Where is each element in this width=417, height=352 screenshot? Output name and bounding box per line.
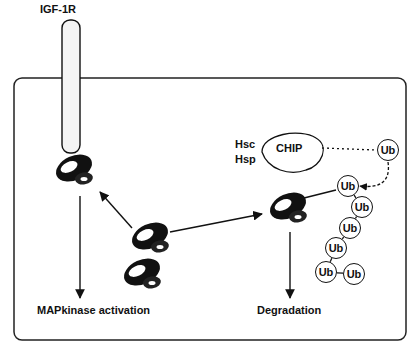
- ub-label: Ub: [319, 266, 334, 279]
- text-label: Hsc: [234, 138, 256, 151]
- text-label: CHIP: [275, 142, 303, 155]
- ubiquitin-circle: Ub: [337, 175, 359, 197]
- ubiquitin-circle: Ub: [351, 196, 373, 218]
- ubiquitin-circle: Ub: [325, 237, 347, 259]
- transfer-arrow: [360, 162, 388, 187]
- ubiquitin-circle: Ub: [343, 263, 365, 285]
- text-label: Degradation: [256, 304, 322, 317]
- chip-ub-link: [322, 148, 375, 150]
- ub-label: Ub: [329, 242, 344, 255]
- ub-label: Ub: [381, 144, 396, 157]
- chip-arrow: [170, 214, 262, 232]
- ub-label: Ub: [343, 222, 358, 235]
- ub-label: Ub: [347, 268, 362, 281]
- mapk-arrow: [79, 196, 80, 298]
- ubiquitin-circle: Ub: [339, 217, 361, 239]
- ubiquitin-circle: Ub: [377, 139, 399, 161]
- chip-complex: [262, 133, 323, 172]
- receptor-outline: [40, 3, 90, 155]
- receptor: IGF-1R: [40, 3, 90, 155]
- degradation-arrow: [289, 232, 290, 298]
- ub-label: Ub: [341, 180, 356, 193]
- ubiquitin-circle: Ub: [315, 261, 337, 283]
- ub-attachment: [304, 190, 336, 198]
- receptor-label: IGF-1R: [40, 3, 90, 16]
- activation-arrow: [100, 192, 132, 228]
- text-label: MAPkinase activation: [36, 304, 151, 317]
- text-label: Hsp: [234, 153, 257, 166]
- chip-bound-protein: [266, 187, 311, 225]
- bound-protein: [52, 149, 97, 187]
- free-protein: [128, 217, 173, 255]
- ub-label: Ub: [355, 201, 370, 214]
- free-protein: [120, 253, 165, 291]
